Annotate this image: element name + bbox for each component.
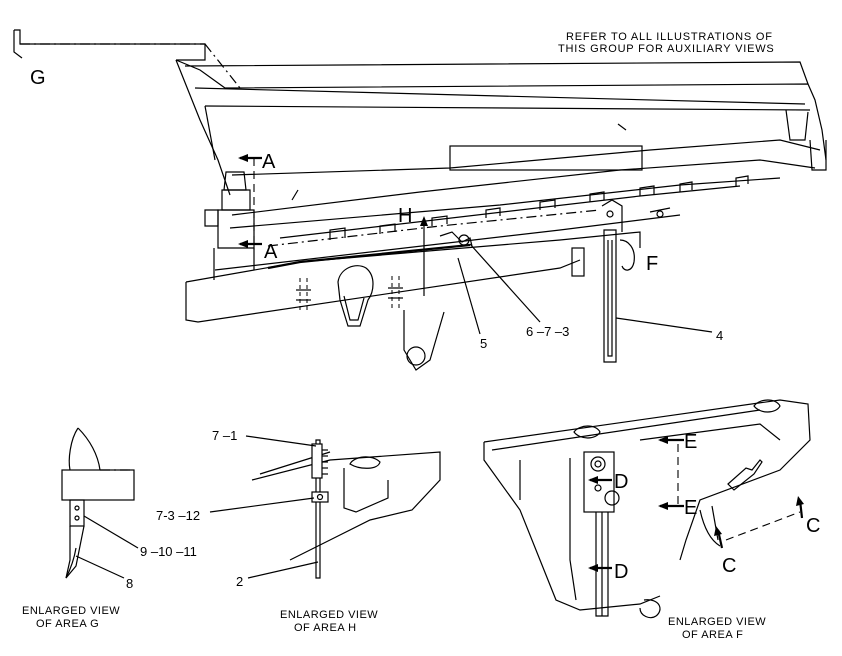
svg-text:OF AREA H: OF AREA H [294,622,357,634]
svg-text:THIS GROUP FOR AUXILIARY VIEWS: THIS GROUP FOR AUXILIARY VIEWS [558,43,775,55]
view-marker-d-bottom: D [614,561,628,583]
general-note: REFER TO ALL ILLUSTRATIONS OF THIS GROUP… [558,31,775,55]
view-marker-d-top: D [614,471,628,493]
caption-area-g: ENLARGED VIEW OF AREA G [22,605,120,630]
section-arrow-h [420,216,428,296]
view-marker-c-right: C [806,515,820,537]
view-marker-a-top: A [262,151,276,173]
callout-5: 5 [480,336,487,351]
svg-text:OF AREA F: OF AREA F [682,629,743,641]
view-marker-e-bottom: E [684,497,697,519]
svg-text:REFER TO ALL ILLUSTRATIONS OF: REFER TO ALL ILLUSTRATIONS OF [566,31,773,43]
main-view [13,29,827,371]
svg-text:OF AREA G: OF AREA G [36,618,99,630]
section-arrow-a-bottom [238,240,262,248]
area-h-view [209,435,441,579]
caption-area-f: ENLARGED VIEW OF AREA F [668,616,766,641]
section-arrow-e-top [658,436,684,444]
view-marker-c-left: C [722,555,736,577]
view-marker-f: F [646,253,658,275]
svg-text:ENLARGED VIEW: ENLARGED VIEW [668,616,766,628]
section-arrow-a-top [238,154,262,162]
callout-4: 4 [716,328,723,343]
callout-9-10-11: 9 –10 –11 [140,544,197,559]
section-arrow-c-right [796,496,804,519]
section-arrow-d-bottom [588,564,612,572]
section-arrow-c-left [714,526,724,549]
view-marker-e-top: E [684,431,697,453]
callout-2: 2 [236,574,243,589]
area-g-view [61,427,139,579]
callout-6-7-3: 6 –7 –3 [526,324,569,339]
callout-8: 8 [126,576,133,591]
section-arrow-d-top [588,476,612,484]
area-f-view [483,399,811,619]
callout-7-3-12: 7-3 –12 [156,508,200,523]
view-marker-g: G [30,67,46,89]
view-marker-a-bottom: A [264,241,278,263]
caption-area-h: ENLARGED VIEW OF AREA H [280,609,378,634]
svg-text:ENLARGED VIEW: ENLARGED VIEW [22,605,120,617]
callout-7-1: 7 –1 [212,428,237,443]
svg-text:ENLARGED VIEW: ENLARGED VIEW [280,609,378,621]
view-marker-h: H [398,205,412,227]
section-arrow-e-bottom [658,502,684,510]
